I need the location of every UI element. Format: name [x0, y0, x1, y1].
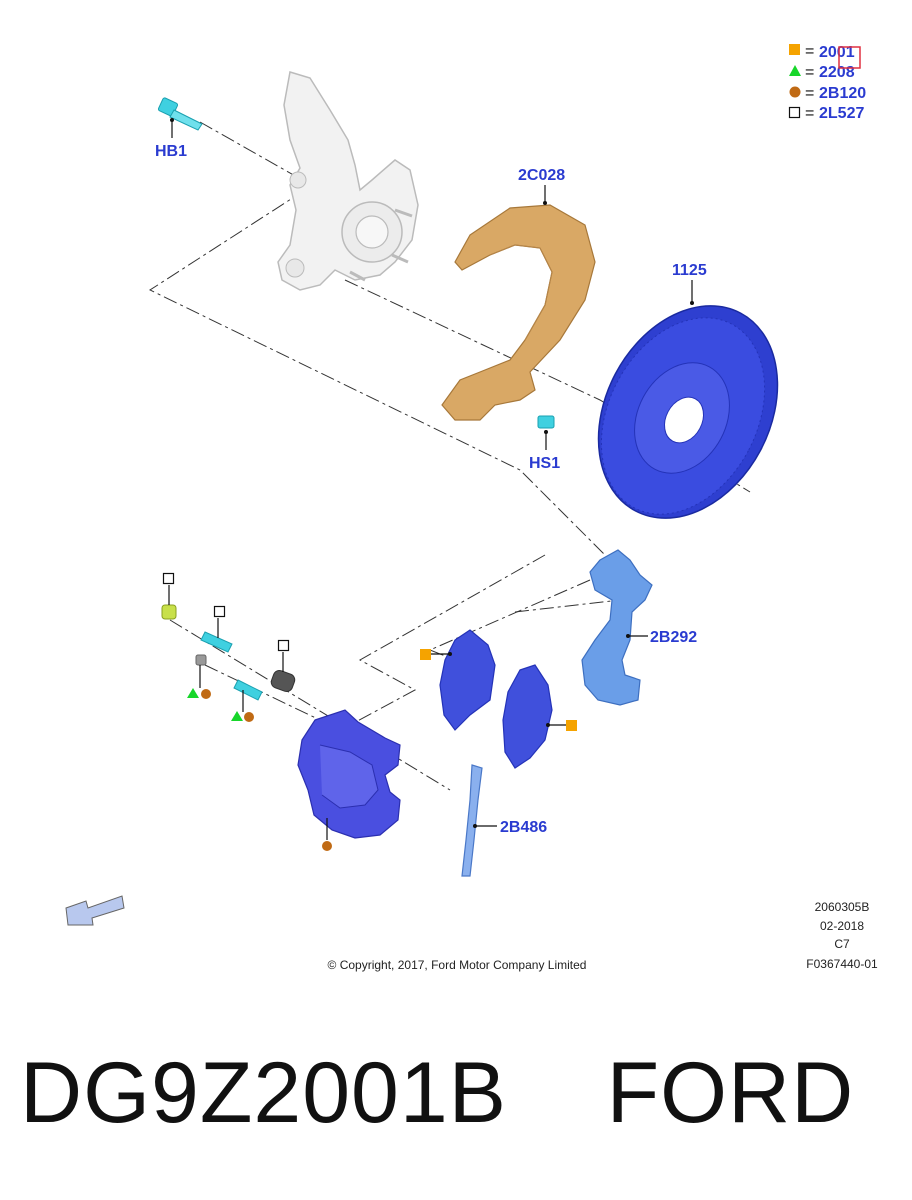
- label-1125: 1125: [672, 262, 707, 279]
- legend-eq: =: [805, 64, 814, 81]
- caliper-bracket: 2B292: [581, 549, 697, 706]
- dust-shield: 2C028: [441, 167, 596, 421]
- legend-circle-icon: [789, 86, 801, 98]
- label-2b486: 2B486: [500, 819, 547, 836]
- copyright: © Copyright, 2017, Ford Motor Company Li…: [328, 958, 587, 972]
- pad-2001-square-icon: [420, 649, 431, 660]
- part-number-caption: DG9Z2001B FORD: [20, 1045, 855, 1141]
- drawing-revision: C7: [834, 937, 850, 951]
- drawing-date: 02-2018: [820, 919, 864, 933]
- legend: = 2001 = 2208 = 2B120 = 2L527: [788, 43, 866, 122]
- assembly-lines: [148, 121, 751, 791]
- bolt-hb1: HB1: [155, 97, 203, 160]
- legend-eq: =: [805, 85, 814, 102]
- brake-pads: [420, 629, 577, 769]
- label-2b292: 2B292: [650, 629, 697, 646]
- steering-knuckle: [277, 71, 419, 291]
- highlight-box: [838, 46, 861, 69]
- triangle-2208-icon: [187, 688, 199, 698]
- legend-code-2l527: 2L527: [819, 105, 864, 122]
- legend-code-2001: 2001: [819, 44, 855, 61]
- drawing-reference: F0367440-01: [806, 957, 878, 971]
- circle-2b120-icon: [322, 841, 332, 851]
- legend-eq: =: [805, 43, 814, 60]
- label-hs1: HS1: [529, 455, 560, 472]
- triangle-2208-icon: [231, 711, 243, 721]
- legend-square-filled-icon: [789, 44, 800, 55]
- bolt-hs1: HS1: [529, 415, 560, 472]
- open-square-icon: [213, 605, 226, 618]
- legend-eq: =: [805, 105, 814, 122]
- circle-2b120-icon: [244, 712, 254, 722]
- open-square-icon: [162, 572, 175, 585]
- open-square-icon: [277, 639, 290, 652]
- anti-rattle-clip: 2B486: [461, 764, 547, 877]
- legend-code-2b120: 2B120: [819, 85, 866, 102]
- legend-triangle-icon: [789, 65, 801, 76]
- label-hb1: HB1: [155, 143, 187, 160]
- legend-square-open-icon: [788, 106, 801, 119]
- brake-rotor: 1125: [597, 262, 779, 519]
- legend-code-2208: 2208: [819, 64, 855, 81]
- pad-2001-square-icon: [566, 720, 577, 731]
- caliper-housing: [297, 709, 401, 851]
- drawing-number: 2060305B: [815, 900, 870, 914]
- exploded-brake-diagram: = 2001 = 2208 = 2B120 = 2L527: [65, 43, 878, 972]
- caliper-hardware: [161, 572, 296, 722]
- circle-2b120-icon: [201, 689, 211, 699]
- label-2c028: 2C028: [518, 167, 565, 184]
- direction-arrow-icon: [65, 895, 125, 926]
